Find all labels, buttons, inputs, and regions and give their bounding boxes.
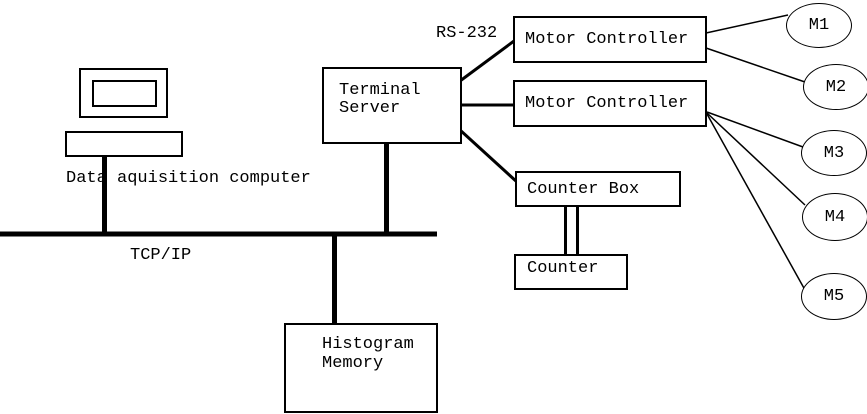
tcpip-bus-label: TCP/IP — [130, 246, 192, 265]
motor-m5-node: M5 — [801, 273, 867, 320]
motor-m2-label: M2 — [825, 77, 847, 97]
data-acquisition-computer-label: Data aquisition computer — [66, 169, 311, 188]
motor-m5-label: M5 — [823, 287, 845, 306]
mc2-m3-line — [706, 111, 804, 148]
mc1-m2-line — [705, 47, 806, 83]
motor-m3-label: M3 — [823, 143, 845, 163]
motor-m4-node: M4 — [802, 193, 867, 241]
motor-m4-label: M4 — [824, 207, 846, 227]
mc1-m1-line — [705, 14, 789, 34]
motor-m2-node: M2 — [803, 64, 867, 110]
monitor-screen — [92, 80, 157, 107]
mc2-m5-line — [706, 113, 806, 291]
rs232-line-counter-box — [458, 128, 519, 184]
rs232-line-mc1 — [459, 39, 515, 83]
motor-m1-node: M1 — [786, 3, 852, 48]
mc2-m4-line — [706, 112, 806, 206]
motor-m1-label: M1 — [808, 16, 830, 35]
motor-m3-node: M3 — [801, 130, 867, 176]
histogram-memory-node: Histogram Memory — [284, 323, 438, 413]
counter-box-node: Counter Box — [515, 171, 681, 207]
rs232-label: RS-232 — [436, 24, 498, 43]
keyboard-icon — [65, 131, 183, 157]
motor-controller-2-node: Motor Controller — [513, 80, 707, 127]
terminal-server-node: Terminal Server — [322, 67, 462, 144]
monitor-icon — [79, 68, 168, 118]
counter-node: Counter — [514, 254, 628, 290]
motor-controller-1-node: Motor Controller — [513, 16, 707, 63]
